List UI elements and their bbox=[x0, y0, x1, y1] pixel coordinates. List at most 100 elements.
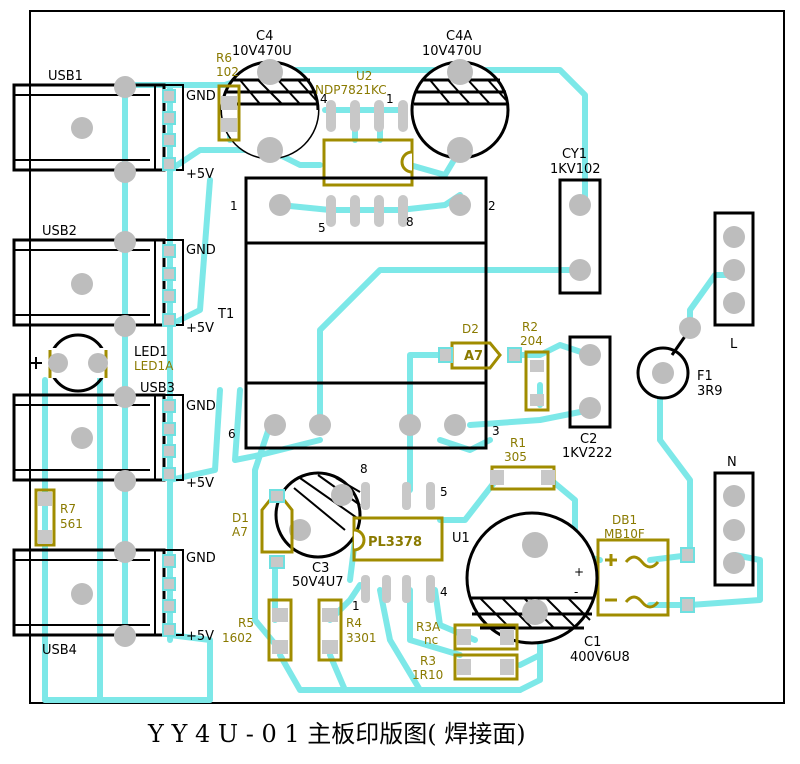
label-cy1-value: 1KV102 bbox=[550, 162, 601, 177]
label-d1-value: A7 bbox=[232, 525, 248, 539]
u2-ic bbox=[322, 100, 414, 227]
label-c3-value: 50V4U7 bbox=[292, 575, 344, 590]
r1-resistor bbox=[490, 465, 556, 491]
c1-capacitor bbox=[465, 511, 599, 645]
label-r1: R1 bbox=[510, 436, 526, 450]
d1-diode bbox=[260, 489, 294, 569]
r4-resistor bbox=[317, 598, 343, 662]
label-r3a-value: nc bbox=[424, 633, 438, 647]
label-n: N bbox=[727, 455, 737, 470]
label-u2: U2 bbox=[356, 69, 372, 83]
n-connector bbox=[713, 471, 755, 587]
label-r3: R3 bbox=[420, 654, 436, 668]
label-u2-pin8: 8 bbox=[406, 215, 414, 229]
label-r3-value: 1R10 bbox=[412, 668, 443, 682]
label-gnd-3: GND bbox=[186, 399, 216, 414]
label-u1-value: PL3378 bbox=[368, 535, 422, 550]
label-5v-1: +5V bbox=[186, 167, 214, 182]
label-r7-value: 561 bbox=[60, 517, 83, 531]
label-usb2: USB2 bbox=[42, 224, 77, 239]
r5-resistor bbox=[267, 598, 293, 662]
c2-capacitor bbox=[568, 335, 612, 429]
label-u2-pin1: 1 bbox=[386, 92, 394, 106]
label-c2: C2 bbox=[580, 432, 597, 447]
label-c3: C3 bbox=[312, 561, 329, 576]
c4-capacitor bbox=[220, 59, 320, 163]
label-u2-pin4: 4 bbox=[320, 92, 328, 106]
label-d2: D2 bbox=[462, 322, 479, 336]
label-t1: T1 bbox=[217, 307, 234, 322]
label-usb3: USB3 bbox=[140, 381, 175, 396]
label-r4-value: 3301 bbox=[346, 631, 377, 645]
label-c1-plus: + bbox=[574, 565, 584, 579]
label-usb1: USB1 bbox=[48, 69, 83, 84]
label-gnd-4: GND bbox=[186, 551, 216, 566]
label-r5: R5 bbox=[238, 616, 254, 630]
cy1-capacitor bbox=[558, 178, 602, 295]
label-c1-value: 400V6U8 bbox=[570, 650, 630, 665]
label-c1: C1 bbox=[584, 635, 601, 650]
label-c2-value: 1KV222 bbox=[562, 446, 613, 461]
label-t1-pin3: 3 bbox=[492, 424, 500, 438]
label-r1-value: 305 bbox=[504, 450, 527, 464]
label-u1: U1 bbox=[452, 531, 470, 546]
label-u1-pin8: 8 bbox=[360, 462, 368, 476]
label-c4a: C4A bbox=[446, 29, 472, 44]
label-f1: F1 bbox=[697, 369, 713, 384]
led1 bbox=[30, 333, 108, 393]
d2-diode bbox=[438, 341, 522, 370]
label-r6: R6 bbox=[216, 51, 232, 65]
label-c4-value: 10V470U bbox=[232, 44, 292, 59]
label-f1-value: 3R9 bbox=[697, 384, 723, 399]
label-d1: D1 bbox=[232, 511, 249, 525]
label-5v-3: +5V bbox=[186, 476, 214, 491]
r6-resistor bbox=[217, 84, 241, 142]
label-db1-value: MB10F bbox=[604, 527, 645, 541]
t1-transformer bbox=[244, 176, 488, 450]
label-5v-4: +5V bbox=[186, 629, 214, 644]
c3-capacitor bbox=[274, 471, 362, 559]
label-u2-pin5: 5 bbox=[318, 221, 326, 235]
label-u2-value: NDP7821KC bbox=[315, 83, 387, 97]
f1-fuse bbox=[636, 317, 701, 400]
u1-ic bbox=[352, 482, 444, 603]
l-connector bbox=[713, 211, 755, 327]
label-u1-pin1: 1 bbox=[352, 599, 360, 613]
label-t1-pin1: 1 bbox=[230, 199, 238, 213]
label-l: L bbox=[730, 337, 738, 352]
label-r4: R4 bbox=[346, 616, 362, 630]
label-cy1: CY1 bbox=[562, 147, 587, 162]
label-db1: DB1 bbox=[612, 513, 637, 527]
usb-pads bbox=[71, 76, 176, 647]
board-title: Y Y 4 U - 0 1 主板印版图( 焊接面) bbox=[147, 720, 526, 748]
label-c4: C4 bbox=[256, 29, 273, 44]
label-r5-value: 1602 bbox=[222, 631, 253, 645]
label-gnd-2: GND bbox=[186, 243, 216, 258]
copper-traces bbox=[42, 67, 763, 703]
label-gnd-1: GND bbox=[186, 89, 216, 104]
label-5v-2: +5V bbox=[186, 321, 214, 336]
usb2-connector bbox=[12, 238, 184, 327]
label-u1-pin4: 4 bbox=[440, 585, 448, 599]
label-led1: LED1 bbox=[134, 345, 168, 360]
silkscreen-labels: USB1 GND +5V USB2 GND +5V USB3 GND +5V G… bbox=[42, 29, 738, 682]
label-d2-body: A7 bbox=[464, 349, 483, 364]
label-t1-pin6: 6 bbox=[228, 427, 236, 441]
label-t1-pin2: 2 bbox=[488, 199, 496, 213]
c4a-capacitor bbox=[410, 59, 510, 163]
r2-resistor bbox=[524, 350, 550, 412]
label-r3a: R3A bbox=[416, 620, 441, 634]
usb1-connector bbox=[12, 83, 184, 172]
label-usb4: USB4 bbox=[42, 643, 77, 658]
label-c1-minus: - bbox=[574, 585, 578, 599]
label-r2: R2 bbox=[522, 320, 538, 334]
label-r6-value: 102 bbox=[216, 65, 239, 79]
r3-resistor bbox=[453, 653, 519, 681]
label-led1a: LED1A bbox=[134, 359, 174, 373]
label-c4a-value: 10V470U bbox=[422, 44, 482, 59]
label-u1-pin5: 5 bbox=[440, 485, 448, 499]
label-r2-value: 204 bbox=[520, 334, 543, 348]
board-outline bbox=[29, 10, 785, 704]
